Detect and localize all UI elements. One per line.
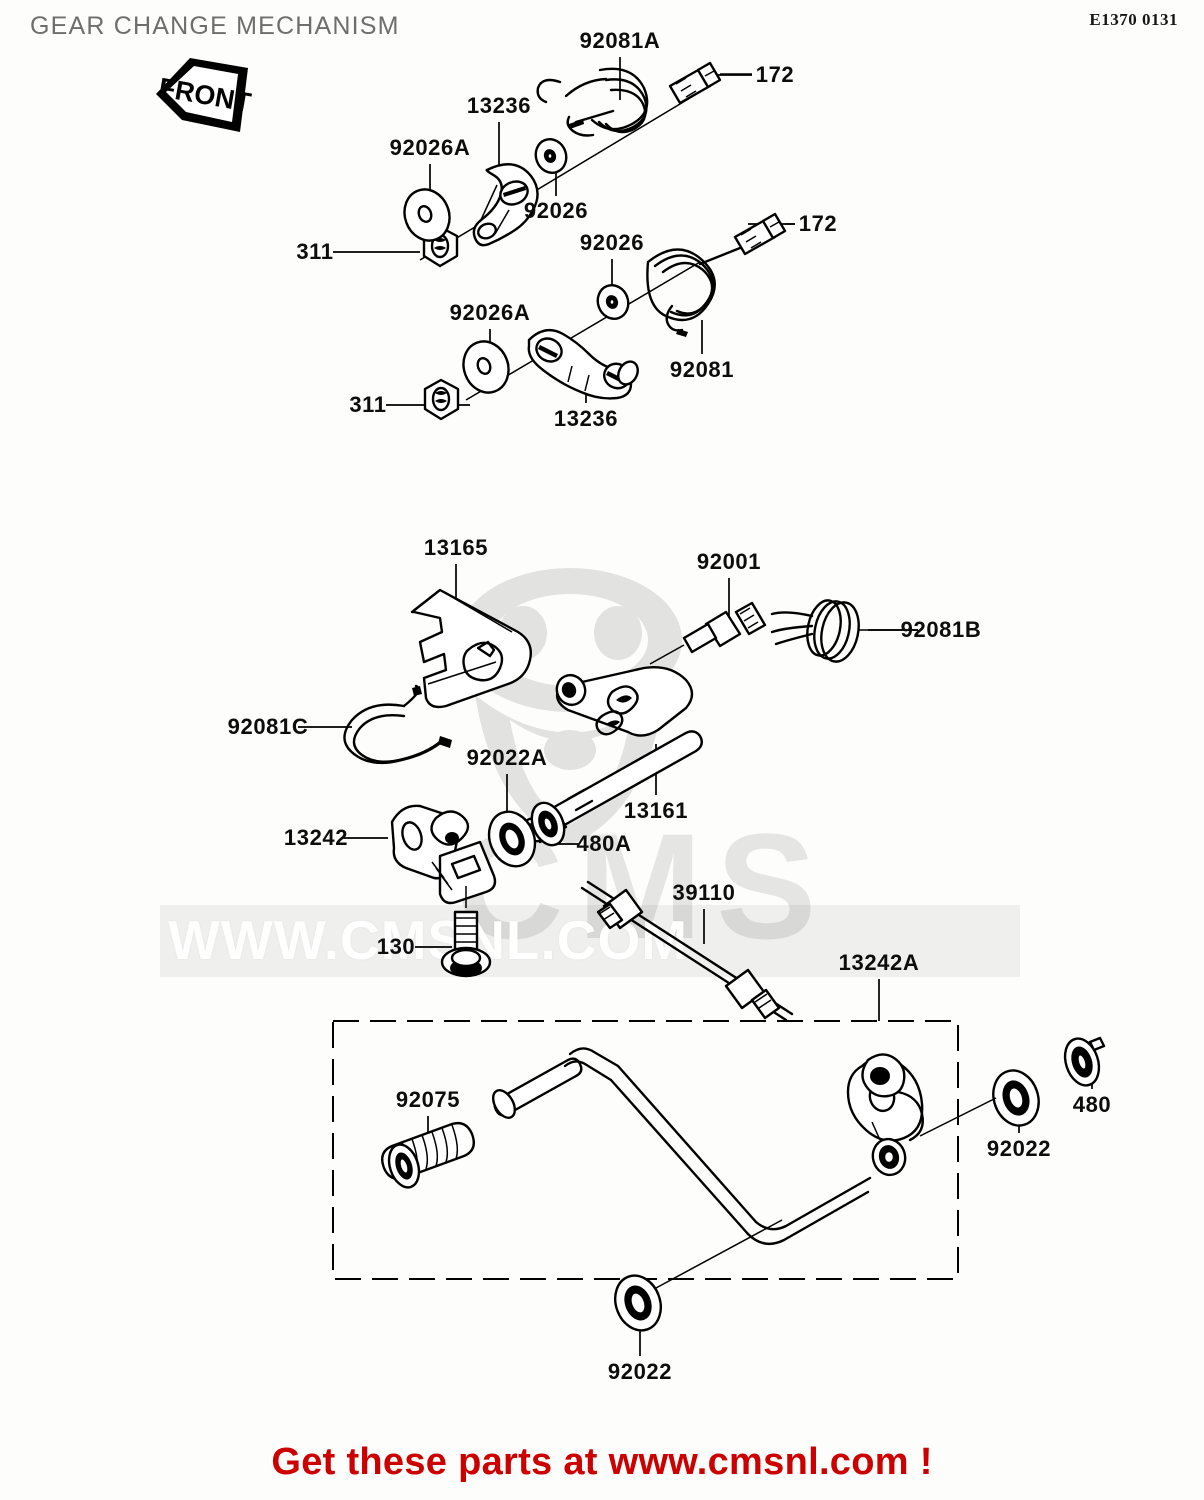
part-number-label-nut-lower: 311 [349,392,387,417]
part-number-label-circlip-480a: 480A [576,831,632,856]
part-13242a-change-pedal [491,1047,924,1246]
part-number-label-return-spring-lower: 92081 [669,357,735,382]
document-code: E1370 0131 [1089,10,1178,29]
part-92022-washer-right [919,1069,1040,1137]
part-13165-shift-arm [410,588,532,709]
part-number-label-shift-arm-plate: 13165 [423,535,489,560]
part-number-label-shift-shaft: 13161 [623,798,689,823]
part-number-label-washer-a-upper: 92026A [389,135,471,160]
part-number-label-washer-lower: 92026 [579,230,645,255]
page-title: GEAR CHANGE MECHANISM [30,12,400,40]
part-92081a-spring [536,67,649,137]
cms-logo-watermark [458,568,682,845]
part-number-label-rubber-grip: 92075 [395,1087,461,1112]
part-number-label-change-pedal: 13242A [838,950,920,975]
watermark-url: WWW.CMSNL.COM [168,909,689,971]
part-92026a-washer-lower [462,340,510,394]
part-480a-circlip [530,801,566,847]
front-direction-badge: FRONT [156,58,254,132]
part-92026-washer-lower [596,284,630,320]
part-number-label-screw-upper: 172 [755,62,795,87]
part-92001-bolt [649,601,767,665]
part-number-label-screw-lower: 172 [798,211,838,236]
part-number-label-shift-pawl-lower: 13236 [553,406,619,431]
part-92022a-washer [487,810,537,868]
part-480-circlip [1063,1036,1106,1087]
part-92081b-coil-spring [770,599,918,663]
part-number-label-bolt-130: 130 [376,934,416,959]
part-311-nut-lower [423,378,460,421]
part-92026a-washer-upper [403,188,451,242]
part-number-label-return-spring-upper: 92081A [579,28,661,53]
watermark-brand: CMS [455,802,831,970]
part-92081c-spring-clip [343,684,452,765]
part-number-label-spring-clip: 92081C [227,714,309,739]
footer-promo-text: Get these parts at www.cmsnl.com ! [271,1441,933,1483]
part-number-label-washer-92022-bottom: 92022 [607,1359,673,1384]
part-172-screw-upper [668,61,752,105]
part-92026-washer-upper [534,138,568,174]
part-number-label-washer-92022a: 92022A [466,745,548,770]
part-13236-pawl-lower [527,328,639,400]
part-92075-rubber-grip [381,1121,475,1189]
part-311-nut-upper [422,225,459,268]
part-172-screw-lower [733,212,795,256]
part-number-label-nut-upper: 311 [296,239,334,264]
part-number-label-washer-upper: 92026 [523,198,589,223]
part-number-label-shift-pawl-upper: 13236 [466,93,532,118]
part-number-label-coil-spring: 92081B [900,617,982,642]
part-number-label-washer-92022-right: 92022 [986,1136,1052,1161]
part-130-bolt [440,910,492,978]
part-13242-clamp [390,804,497,908]
part-number-label-tie-rod: 39110 [672,880,736,905]
pedal-group-box [332,1020,959,1280]
part-number-label-bolt: 92001 [696,549,762,574]
part-number-label-washer-a-lower: 92026A [449,300,531,325]
part-92081-spring [646,246,742,337]
part-number-label-shift-lever-clamp: 13242 [283,825,349,850]
part-92022-washer-bottom [614,1219,783,1332]
part-number-label-circlip-480: 480 [1072,1092,1112,1117]
